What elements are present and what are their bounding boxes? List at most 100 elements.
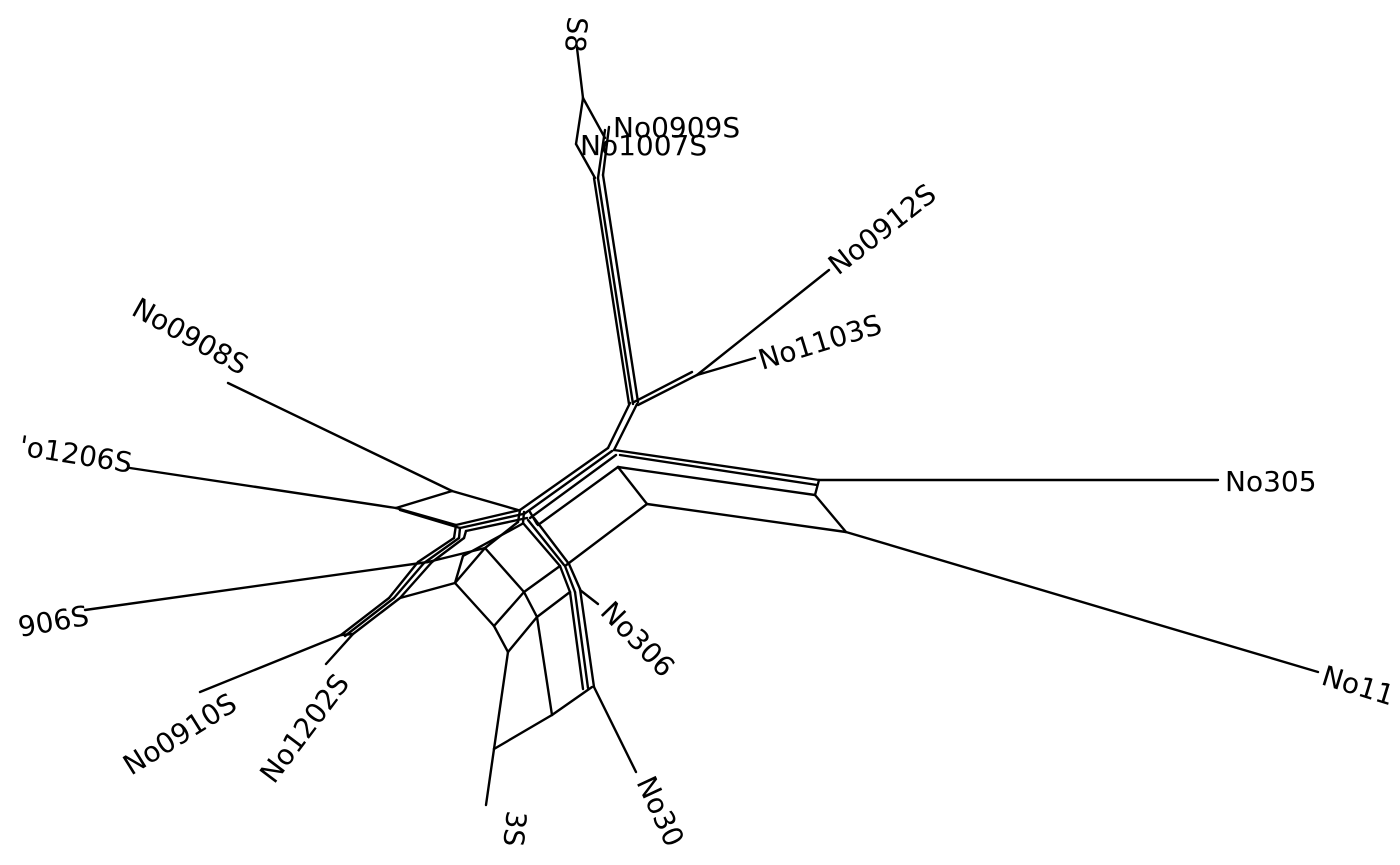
taxon-labels: S8 No0909S No1007S No0912S No1103S No305… [15, 15, 1398, 851]
network-edge [695, 268, 831, 377]
network-edge [645, 502, 848, 534]
network-edge [532, 516, 571, 566]
network-edge [351, 596, 402, 636]
network-edge [844, 530, 1320, 674]
network-edge [462, 529, 468, 540]
taxon-label: No1202S [253, 668, 356, 789]
network-edge [601, 125, 611, 177]
network-edge [484, 747, 496, 807]
network-edge [522, 564, 562, 594]
network-edge [492, 624, 510, 654]
network-edge [394, 489, 454, 510]
network-edge [578, 588, 600, 606]
network-edge [632, 370, 694, 404]
taxon-label: No1007S [580, 129, 707, 162]
taxon-label: S8 [558, 15, 594, 53]
network-edge [550, 685, 594, 717]
network-edge [516, 508, 522, 524]
network-edge [616, 465, 649, 506]
network-edge [398, 581, 457, 600]
network-edge [568, 590, 585, 691]
network-edge [618, 453, 819, 487]
taxon-label: 3S [496, 809, 533, 848]
network-edge [581, 96, 607, 140]
network-edge [506, 615, 539, 654]
network-edge [453, 554, 465, 585]
taxon-label: 'o1206S [17, 429, 135, 479]
network-edge [573, 590, 590, 690]
network-edge [612, 402, 639, 452]
network-edge [458, 512, 525, 530]
network-edge [526, 518, 566, 567]
network-edge [601, 173, 640, 404]
network-edge [324, 632, 355, 666]
network-edge [457, 526, 462, 540]
network-edge [521, 510, 526, 525]
network-edge [536, 465, 620, 527]
network-edge [398, 560, 434, 600]
network-edge [128, 466, 398, 510]
network-edge [596, 176, 635, 406]
network-edge [592, 176, 631, 406]
network-edge [343, 596, 396, 638]
taxon-label: No30 [630, 771, 691, 852]
network-edge [575, 46, 585, 100]
network-edge [387, 560, 420, 600]
network-edge [492, 590, 526, 628]
network-edge [453, 581, 496, 628]
network-edge [339, 632, 355, 637]
network-edge [616, 465, 817, 497]
network-edge [695, 356, 757, 377]
network-edge [522, 449, 614, 516]
network-edge [454, 508, 522, 527]
taxon-label: No0912S [822, 177, 942, 281]
network-edge [535, 615, 554, 717]
network-edge [198, 633, 343, 694]
network-edge [483, 546, 526, 594]
network-edge [563, 564, 577, 594]
network-edge [574, 96, 585, 146]
network-edge [461, 522, 524, 558]
network-edge [574, 142, 597, 180]
taxon-label: No306 [594, 595, 681, 684]
network-edge [636, 373, 699, 407]
network-edge [83, 560, 430, 612]
taxon-label: No11 [1318, 659, 1398, 712]
network-edge [464, 516, 529, 533]
network-edge [567, 562, 582, 591]
network-edge [596, 128, 607, 180]
network-edge [521, 521, 562, 568]
network-edge [416, 536, 456, 564]
taxon-label: No0909S [613, 111, 740, 144]
network-edge [813, 478, 821, 497]
network-edge [518, 446, 610, 512]
network-edges [83, 46, 1320, 807]
network-edge [492, 650, 510, 751]
network-edge [606, 401, 632, 450]
network-edge [398, 508, 462, 530]
network-edge [528, 453, 618, 520]
taxon-label: No1103S [754, 308, 885, 377]
network-edge [450, 489, 520, 512]
network-edge [422, 536, 461, 565]
taxon-label: No305 [1225, 465, 1317, 498]
network-edge [558, 564, 572, 594]
network-edge [492, 713, 554, 751]
network-edge [430, 536, 466, 564]
network-edge [452, 523, 458, 540]
taxon-label: No0910S [117, 687, 242, 782]
network-edge [813, 493, 848, 534]
network-edge [535, 590, 572, 619]
network-edge [339, 596, 391, 637]
network-edge [453, 546, 487, 585]
network-edge [578, 587, 596, 689]
network-edge [563, 502, 649, 568]
taxon-label: No0908S [127, 291, 254, 381]
network-edge [592, 685, 638, 774]
network-edge [226, 381, 454, 493]
network-edge [612, 448, 821, 482]
network-edge [392, 561, 426, 600]
network-edge [522, 590, 539, 619]
taxon-label: 906S [15, 599, 91, 644]
